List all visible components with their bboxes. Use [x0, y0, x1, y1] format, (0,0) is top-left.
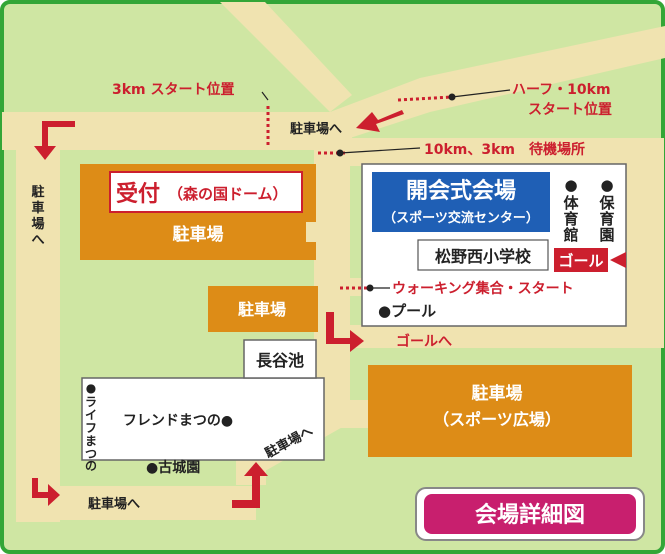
title-badge — [424, 494, 636, 534]
parking-small-lot — [208, 286, 318, 332]
reception-main: 受付 — [116, 181, 160, 207]
life-c3: フ — [85, 421, 97, 435]
arrow-top-right-icon — [356, 110, 404, 132]
nursery-c3: 園 — [599, 226, 614, 244]
pl-c1: 車 — [31, 200, 44, 216]
road-left-vertical — [16, 150, 60, 522]
reception-box — [109, 171, 303, 213]
pool-label: ●プール — [378, 302, 436, 320]
parking-arrow-bottom: 駐車場へ — [88, 496, 140, 512]
goal-box — [554, 248, 608, 272]
parking-arrow-top: 駐車場へ — [290, 121, 342, 137]
life-c1: ラ — [85, 395, 97, 409]
goal-arrow-icon — [610, 252, 626, 268]
waiting-label: 10km、3km 待機場所 — [424, 141, 585, 158]
walk-start-label: ウォーキング集合・スタート — [392, 280, 574, 297]
start-half-line1: ハーフ・10km — [512, 82, 611, 98]
start-half-line2: スタート位置 — [528, 101, 612, 118]
road-center-vertical — [314, 138, 350, 413]
road-top-diagonal — [220, 2, 352, 112]
to-goal-label: ゴールへ — [396, 333, 452, 350]
nursery-label: ● 保 育 園 — [598, 176, 615, 244]
life-c0: ● — [86, 381, 96, 395]
parking-dome-notch — [306, 222, 316, 242]
parking-sports-sub: （スポーツ広場） — [433, 410, 561, 429]
leader-lines — [261, 89, 511, 289]
arrow-bottom-left-icon — [32, 478, 60, 506]
life-label: ● ラ イ フ ま つ の — [85, 381, 97, 473]
gym-label: ● 体 育 館 — [562, 176, 579, 244]
life-c2: イ — [85, 408, 97, 422]
life-c4: ま — [85, 434, 97, 448]
leader-waiting — [339, 147, 421, 154]
nursery-c2: 育 — [599, 210, 614, 228]
dot-waiting — [336, 149, 344, 157]
road-opening-area — [340, 138, 664, 166]
road-main-east-west — [2, 112, 352, 150]
parking-sports-lot — [368, 365, 632, 457]
parking-sports-label: 駐車場 — [472, 383, 523, 404]
opening-main: 開会式会場 — [406, 178, 516, 204]
friend-label: フレンドまつの● — [123, 413, 233, 429]
pl-c3: へ — [31, 233, 44, 248]
gym-c3: 館 — [562, 226, 578, 244]
opening-sub: （スポーツ交流センター） — [383, 210, 539, 226]
gym-c0: ● — [564, 176, 577, 194]
arrow-top-left-icon — [34, 121, 75, 160]
arrow-to-goal-icon — [326, 312, 364, 352]
dot-half — [448, 93, 456, 101]
opening-box — [372, 172, 550, 232]
road-right-vertical — [626, 138, 664, 348]
pl-c0: 駐 — [31, 184, 44, 200]
leader-3km — [261, 91, 269, 101]
gym-c1: 体 — [563, 194, 579, 212]
arrows — [32, 110, 404, 508]
life-c5: つ — [85, 447, 97, 461]
block-hasegawa — [243, 339, 317, 379]
road-goal-east — [350, 325, 664, 348]
nursery-c0: ● — [600, 176, 613, 194]
dot-walk — [366, 284, 374, 292]
school-box — [417, 239, 549, 271]
pl-c2: 場 — [31, 216, 44, 232]
map-title: 会場詳細図 — [475, 502, 585, 528]
leader-half — [451, 89, 511, 98]
arrow-bottom-up-icon — [232, 462, 268, 508]
life-c6: の — [85, 459, 97, 473]
parking-small-label: 駐車場 — [238, 300, 286, 319]
reception-sub: （森の国ドーム） — [168, 185, 288, 203]
road-upper-right — [330, 26, 665, 138]
parking-arrow-left: 駐 車 場 へ — [31, 184, 44, 248]
parking-dome-label: 駐車場 — [173, 224, 224, 245]
goal-label: ゴール — [558, 252, 603, 270]
nursery-c1: 保 — [598, 194, 615, 212]
hasegawa-label: 長谷池 — [256, 351, 304, 370]
start-3km-label: 3km スタート位置 — [112, 81, 235, 98]
school-label: 松野西小学校 — [435, 247, 532, 266]
kojoen-label: ●古城園 — [146, 459, 200, 476]
gym-c2: 育 — [563, 210, 578, 228]
block-friend — [81, 377, 325, 461]
